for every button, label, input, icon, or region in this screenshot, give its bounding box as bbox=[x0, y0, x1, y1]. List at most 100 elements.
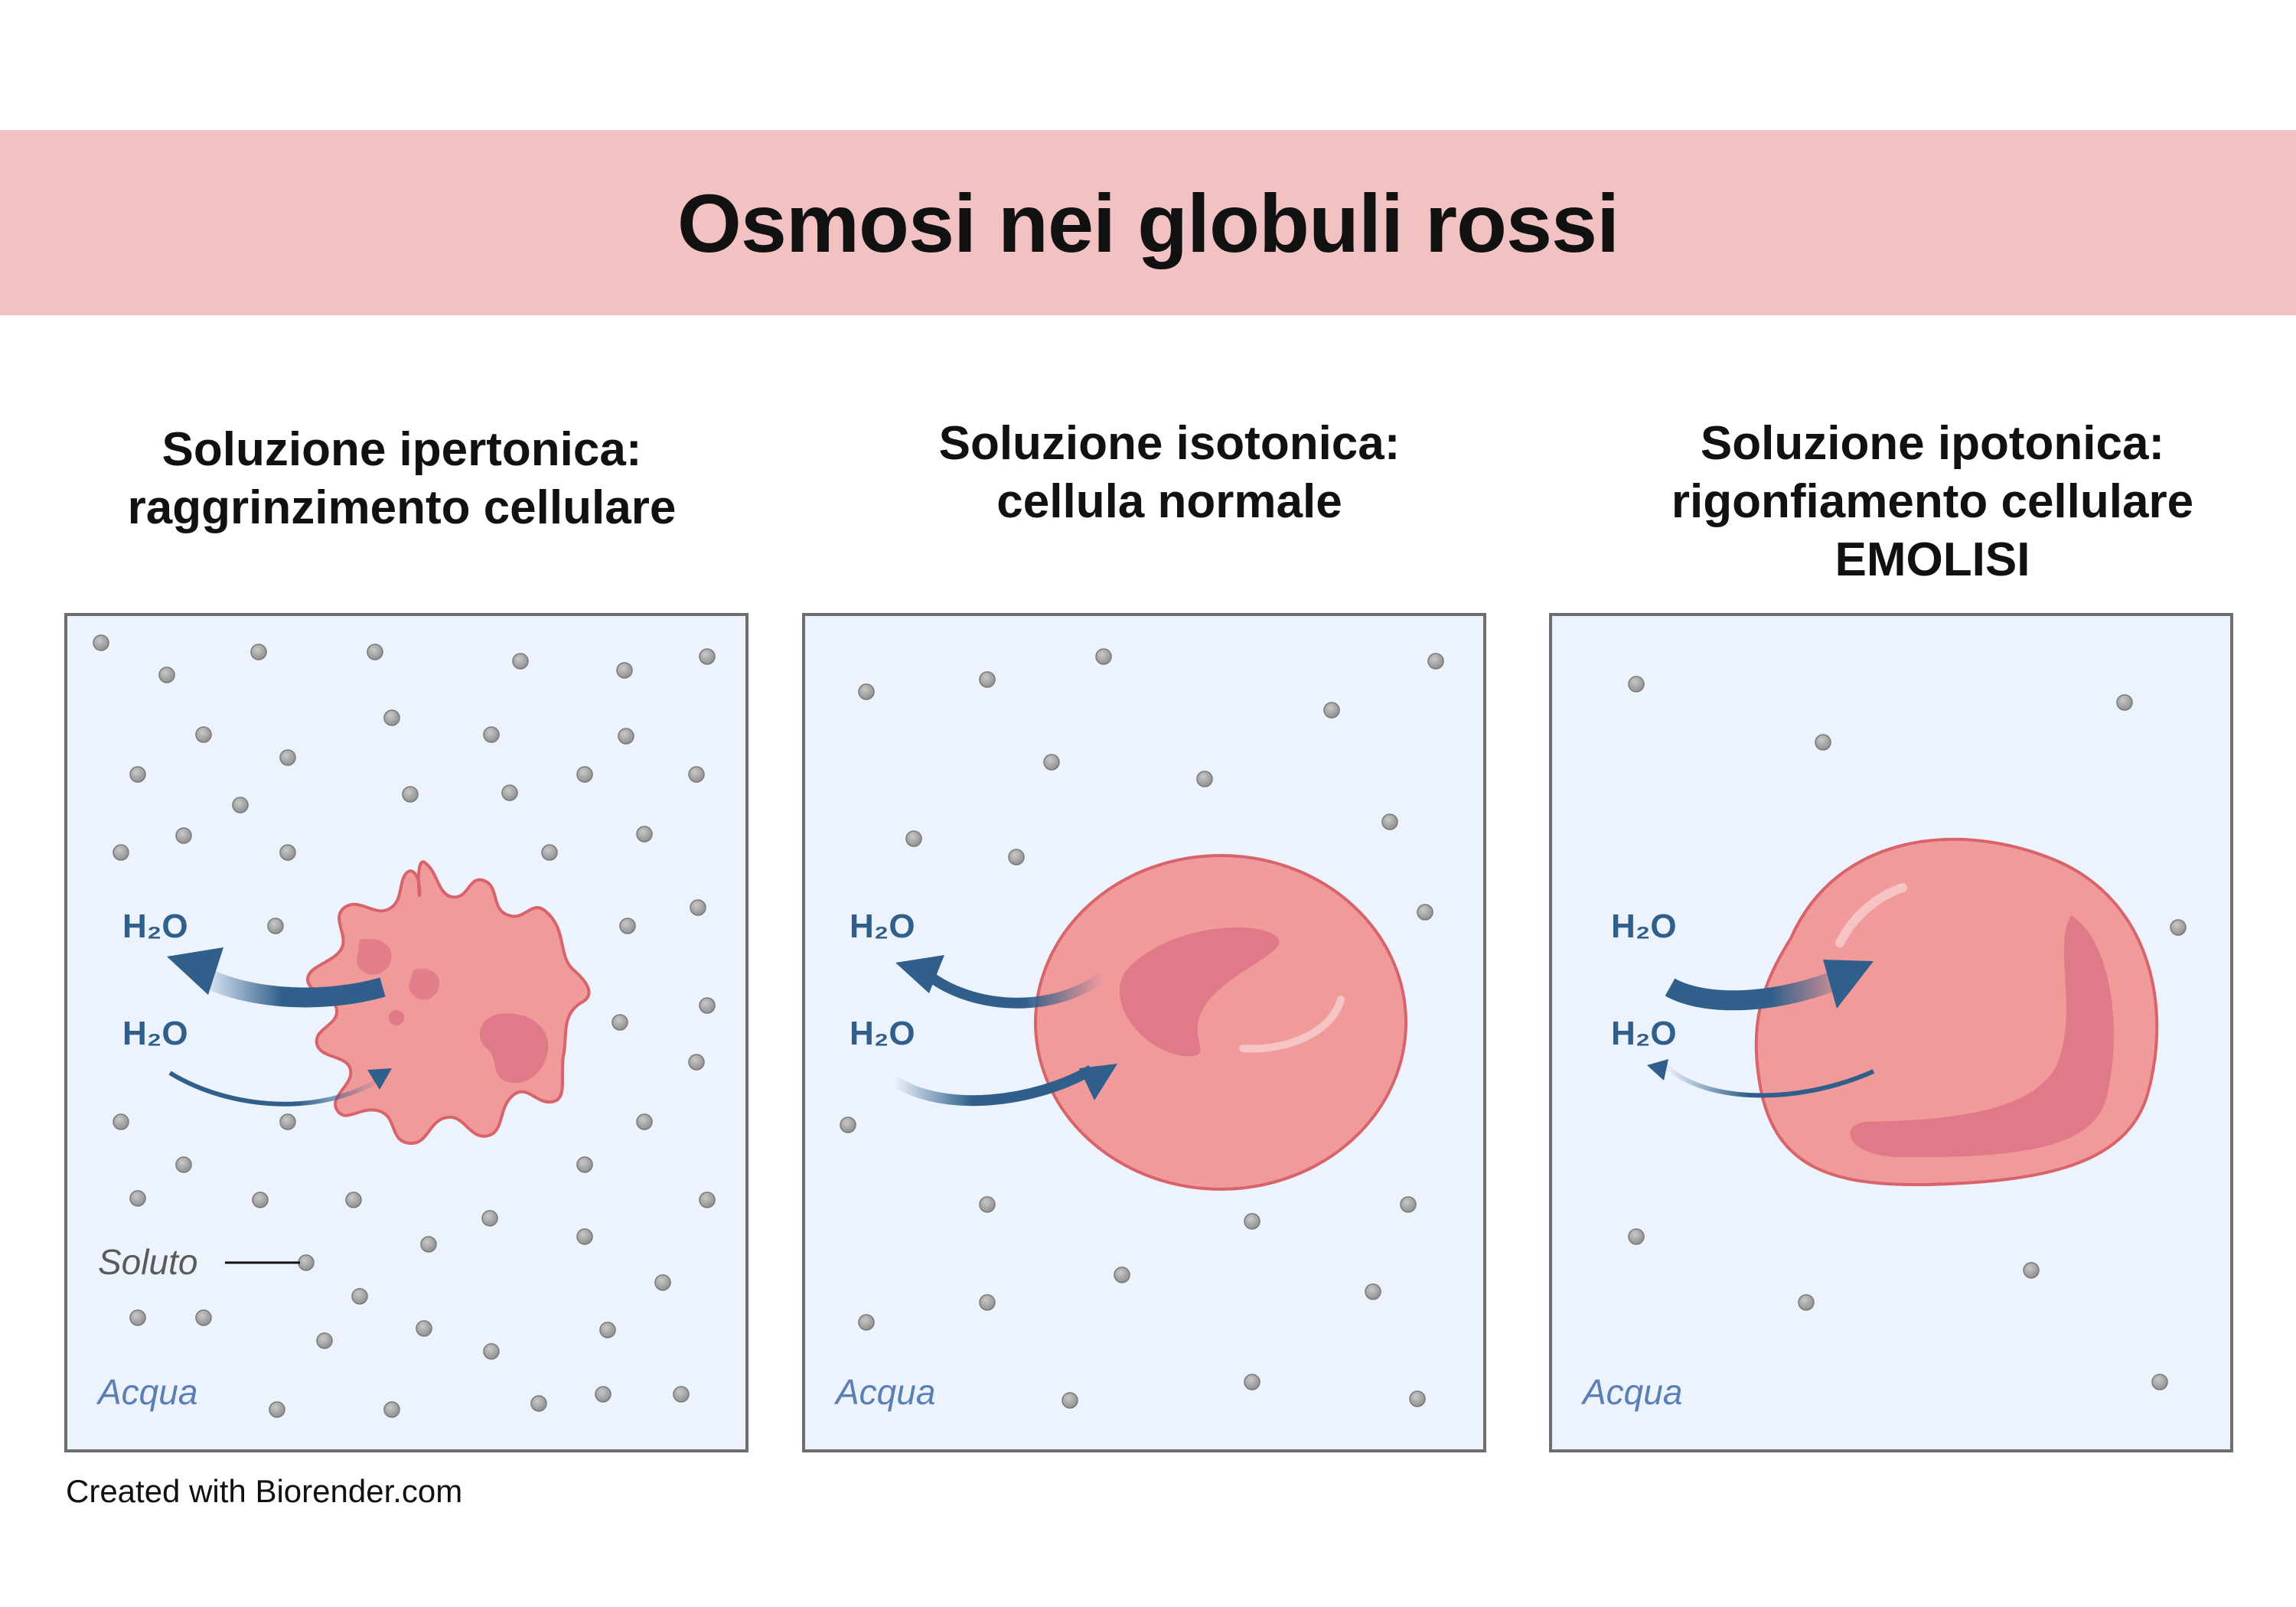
solute-dot bbox=[688, 766, 705, 783]
solute-dot bbox=[512, 653, 529, 670]
solute-dot bbox=[1409, 1390, 1426, 1407]
solute-dot bbox=[616, 662, 633, 679]
solute-dot bbox=[195, 726, 212, 743]
solute-dot bbox=[1417, 904, 1433, 921]
heading-line: Soluzione ipotonica: bbox=[1700, 417, 2165, 470]
arrowhead bbox=[367, 1068, 392, 1090]
panel-heading-hypotonic: Soluzione ipotonica: rigonfiamento cellu… bbox=[1550, 415, 2296, 589]
solute-dot bbox=[158, 667, 175, 683]
solute-dot bbox=[619, 918, 636, 934]
solute-dot bbox=[129, 1190, 146, 1207]
heading-line: Soluzione ipertonica: bbox=[161, 423, 642, 476]
solute-particles bbox=[93, 634, 2187, 1418]
solute-dot bbox=[269, 1401, 285, 1418]
medium-label: Acqua bbox=[96, 1372, 197, 1412]
solute-dot bbox=[232, 797, 249, 813]
arrowhead bbox=[1079, 1064, 1117, 1100]
page-title: Osmosi nei globuli rossi bbox=[677, 176, 1619, 269]
water-out-arrow-thick bbox=[195, 966, 386, 1008]
solute-dot bbox=[1244, 1374, 1261, 1390]
solute-dot bbox=[541, 844, 558, 861]
solute-dot bbox=[699, 648, 716, 665]
solute-dot bbox=[688, 1054, 705, 1071]
solute-dot bbox=[279, 749, 296, 766]
arrowhead bbox=[167, 947, 223, 995]
solute-dot bbox=[129, 1309, 146, 1326]
solute-dot bbox=[1798, 1294, 1815, 1311]
solute-dot bbox=[1095, 648, 1112, 665]
solute-dot bbox=[636, 1113, 653, 1130]
solute-dot bbox=[2170, 919, 2187, 936]
solute-dot bbox=[351, 1288, 368, 1305]
heading-line: raggrinzimento cellulare bbox=[127, 481, 677, 534]
water-out-arrow bbox=[928, 972, 1106, 1009]
solute-dot bbox=[2116, 694, 2133, 711]
solute-dot bbox=[195, 1309, 212, 1326]
arrowhead bbox=[1647, 1059, 1668, 1081]
solute-dot bbox=[1114, 1266, 1130, 1283]
panel-heading-isotonic: Soluzione isotonica: cellula normale bbox=[787, 415, 1552, 531]
heading-line: rigonfiamento cellulare bbox=[1671, 475, 2194, 528]
water-in-arrow-thick bbox=[1665, 964, 1857, 1011]
solute-dot bbox=[175, 1156, 192, 1173]
h2o-label: H₂O bbox=[122, 1015, 188, 1052]
solute-dot bbox=[1427, 653, 1444, 670]
solute-dot bbox=[416, 1320, 432, 1337]
solute-dot bbox=[483, 1343, 500, 1360]
solute-dot bbox=[1323, 702, 1340, 719]
solute-dot bbox=[699, 1191, 716, 1208]
title-banner: Osmosi nei globuli rossi bbox=[0, 130, 2296, 315]
credit-text: Created with Biorender.com bbox=[66, 1473, 463, 1509]
solute-dot bbox=[979, 1196, 996, 1213]
h2o-label: H₂O bbox=[1611, 908, 1677, 945]
solute-dot bbox=[113, 1113, 129, 1130]
solute-dot bbox=[2151, 1374, 2168, 1390]
solute-dot bbox=[113, 844, 129, 861]
h2o-label: H₂O bbox=[122, 908, 188, 945]
heading-line: EMOLISI bbox=[1835, 533, 2030, 586]
solute-dot bbox=[576, 766, 593, 783]
solute-dot bbox=[905, 830, 922, 847]
solute-dot bbox=[1815, 734, 1831, 751]
solute-dot bbox=[979, 671, 996, 688]
solute-dot bbox=[858, 1314, 875, 1331]
solute-dot bbox=[1043, 754, 1060, 771]
solute-dot bbox=[420, 1236, 437, 1253]
solute-dot bbox=[345, 1191, 362, 1208]
normal-red-cell bbox=[1034, 854, 1407, 1191]
swollen-red-cell bbox=[1754, 837, 2159, 1187]
solute-dot bbox=[501, 784, 518, 801]
heading-line: cellula normale bbox=[996, 475, 1342, 528]
solute-dot bbox=[576, 1156, 593, 1173]
solute-dot bbox=[530, 1395, 547, 1412]
solute-dot bbox=[279, 1113, 296, 1130]
solute-dot bbox=[2023, 1262, 2040, 1279]
solute-dot bbox=[840, 1116, 856, 1133]
solute-dot bbox=[858, 683, 875, 700]
solute-dot bbox=[1400, 1196, 1417, 1213]
solute-dot bbox=[1196, 771, 1213, 787]
water-in-arrow-thin bbox=[168, 1071, 384, 1107]
solute-dot bbox=[1628, 676, 1645, 693]
medium-label: Acqua bbox=[833, 1372, 935, 1412]
solute-dot bbox=[175, 827, 192, 844]
heading-line: Soluzione isotonica: bbox=[938, 417, 1401, 470]
solute-dot bbox=[1062, 1392, 1078, 1409]
solute-dot bbox=[1008, 849, 1025, 865]
h2o-label: H₂O bbox=[850, 908, 915, 945]
solute-dot bbox=[367, 644, 383, 660]
solute-dot bbox=[576, 1228, 593, 1245]
solute-dot bbox=[383, 1401, 400, 1418]
solute-dot bbox=[267, 918, 284, 934]
solute-dot bbox=[483, 726, 500, 743]
solute-dot bbox=[1244, 1213, 1261, 1230]
solute-dot bbox=[636, 826, 653, 843]
solute-dot bbox=[699, 997, 716, 1014]
solute-dot bbox=[129, 766, 146, 783]
solute-dot bbox=[279, 844, 296, 861]
panel-heading-hypertonic: Soluzione ipertonica: raggrinzimento cel… bbox=[19, 421, 784, 537]
solute-dot bbox=[1381, 813, 1398, 830]
solute-dot bbox=[383, 709, 400, 726]
arrowhead bbox=[1823, 960, 1874, 1009]
